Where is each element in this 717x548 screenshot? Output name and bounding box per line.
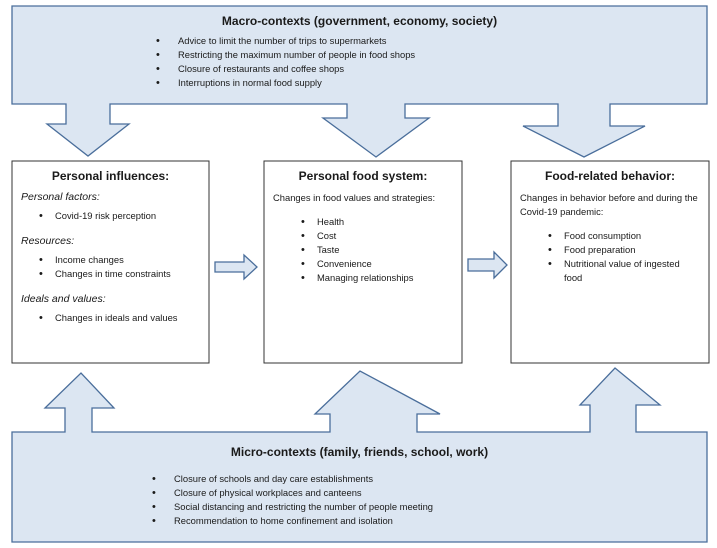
personal-influences-title: Personal influences:	[51, 169, 170, 183]
list-item: Advice to limit the number of trips to s…	[152, 34, 415, 48]
behavior-list: Food consumption Food preparation Nutrit…	[544, 229, 700, 285]
macro-title: Macro-contexts (government, economy, soc…	[221, 14, 498, 28]
list-item: Recommendation to home confinement and i…	[148, 514, 433, 528]
macro-contexts-panel: Macro-contexts (government, economy, soc…	[12, 6, 707, 104]
food-behavior-box: Food-related behavior: Changes in behavi…	[511, 161, 709, 363]
list-item: Taste	[297, 243, 453, 257]
food-values-intro: Changes in food values and strategies:	[273, 192, 436, 203]
list-item: Closure of restaurants and coffee shops	[152, 62, 415, 76]
list-item: Food preparation	[544, 243, 700, 257]
list-item: Convenience	[297, 257, 453, 271]
behavior-intro: Changes in behavior before and during th…	[520, 192, 698, 217]
arrow-right-icon	[467, 250, 508, 280]
list-item: Covid-19 risk perception	[35, 209, 200, 223]
list-item: Income changes	[35, 253, 200, 267]
list-item: Changes in ideals and values	[35, 311, 200, 325]
personal-factors-list: Covid-19 risk perception	[35, 209, 200, 223]
ideals-list: Changes in ideals and values	[35, 311, 200, 325]
resources-heading: Resources:	[21, 235, 75, 247]
list-item: Closure of schools and day care establis…	[148, 472, 433, 486]
personal-food-system-title: Personal food system:	[298, 169, 428, 183]
personal-influences-box: Personal influences: Personal factors: C…	[12, 161, 209, 363]
list-item: Restricting the maximum number of people…	[152, 48, 415, 62]
list-item: Nutritional value of ingested food	[544, 257, 700, 285]
arrow-right-icon	[214, 253, 258, 281]
ideals-heading: Ideals and values:	[21, 293, 106, 305]
macro-list: Advice to limit the number of trips to s…	[152, 34, 415, 90]
micro-contexts-panel: Micro-contexts (family, friends, school,…	[12, 432, 707, 542]
list-item: Food consumption	[544, 229, 700, 243]
resources-list: Income changes Changes in time constrain…	[35, 253, 200, 281]
food-behavior-title: Food-related behavior:	[544, 169, 675, 183]
personal-factors-heading: Personal factors:	[21, 191, 100, 203]
list-item: Interruptions in normal food supply	[152, 76, 415, 90]
micro-list: Closure of schools and day care establis…	[148, 472, 433, 528]
food-values-list: Health Cost Taste Convenience Managing r…	[297, 215, 453, 285]
personal-food-system-box: Personal food system: Changes in food va…	[264, 161, 462, 363]
list-item: Managing relationships	[297, 271, 453, 285]
list-item: Social distancing and restricting the nu…	[148, 500, 433, 514]
micro-title: Micro-contexts (family, friends, school,…	[230, 445, 489, 459]
list-item: Health	[297, 215, 453, 229]
list-item: Cost	[297, 229, 453, 243]
list-item: Closure of physical workplaces and cante…	[148, 486, 433, 500]
list-item: Changes in time constraints	[35, 267, 200, 281]
